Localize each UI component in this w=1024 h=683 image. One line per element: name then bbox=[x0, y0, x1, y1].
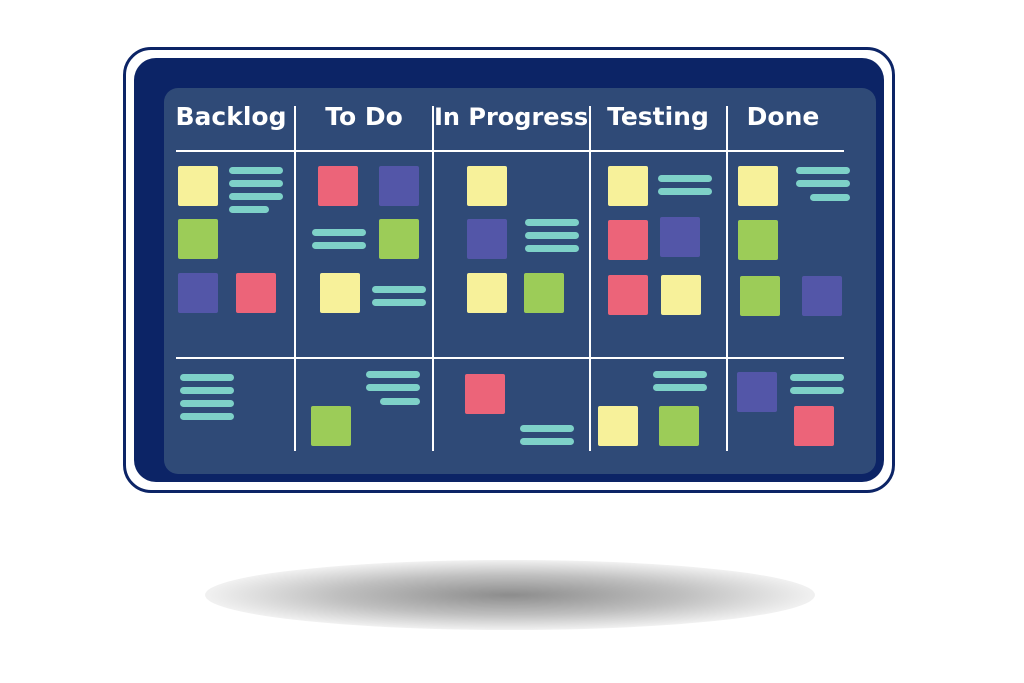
sticky-note-green bbox=[311, 406, 351, 446]
sticky-note-pink bbox=[236, 273, 276, 313]
text-line bbox=[229, 206, 269, 213]
text-line bbox=[372, 286, 426, 293]
text-line bbox=[180, 387, 234, 394]
text-line bbox=[810, 194, 850, 201]
text-line bbox=[520, 438, 574, 445]
sticky-note-purple bbox=[660, 217, 700, 257]
text-line bbox=[366, 384, 420, 391]
column-divider bbox=[294, 106, 296, 451]
text-line bbox=[520, 425, 574, 432]
sticky-note-pink bbox=[608, 220, 648, 260]
sticky-note-yellow bbox=[738, 166, 778, 206]
column-title-in-progress: In Progress bbox=[434, 103, 589, 131]
board-drop-shadow bbox=[205, 560, 815, 630]
sticky-note-pink bbox=[794, 406, 834, 446]
text-line bbox=[366, 371, 420, 378]
sticky-note-yellow bbox=[467, 166, 507, 206]
text-line bbox=[658, 188, 712, 195]
text-line bbox=[658, 175, 712, 182]
text-line bbox=[796, 180, 850, 187]
sticky-note-yellow bbox=[608, 166, 648, 206]
column-divider bbox=[726, 106, 728, 451]
sticky-note-purple bbox=[802, 276, 842, 316]
text-line bbox=[312, 242, 366, 249]
sticky-note-purple bbox=[737, 372, 777, 412]
sticky-note-yellow bbox=[467, 273, 507, 313]
sticky-note-green bbox=[524, 273, 564, 313]
text-line bbox=[796, 167, 850, 174]
sticky-note-purple bbox=[467, 219, 507, 259]
column-title-todo: To Do bbox=[325, 102, 403, 131]
sticky-note-green bbox=[740, 276, 780, 316]
text-line bbox=[790, 387, 844, 394]
sticky-note-pink bbox=[608, 275, 648, 315]
text-line bbox=[653, 384, 707, 391]
sticky-note-purple bbox=[178, 273, 218, 313]
text-line bbox=[525, 219, 579, 226]
text-line bbox=[229, 180, 283, 187]
text-line bbox=[790, 374, 844, 381]
header-divider bbox=[176, 150, 844, 152]
kanban-board-bezel: Backlog To Do In Progress Testing Done bbox=[134, 58, 884, 482]
text-line bbox=[180, 400, 234, 407]
text-line bbox=[312, 229, 366, 236]
text-line bbox=[180, 374, 234, 381]
swimlane-divider bbox=[176, 357, 844, 359]
sticky-note-yellow bbox=[598, 406, 638, 446]
sticky-note-green bbox=[738, 220, 778, 260]
sticky-note-yellow bbox=[661, 275, 701, 315]
sticky-note-green bbox=[379, 219, 419, 259]
sticky-note-purple bbox=[379, 166, 419, 206]
text-line bbox=[229, 193, 283, 200]
sticky-note-pink bbox=[318, 166, 358, 206]
column-divider bbox=[589, 106, 591, 451]
text-line bbox=[525, 232, 579, 239]
sticky-note-yellow bbox=[320, 273, 360, 313]
text-line bbox=[653, 371, 707, 378]
column-title-backlog: Backlog bbox=[175, 102, 287, 131]
kanban-board-frame: Backlog To Do In Progress Testing Done bbox=[123, 47, 895, 493]
text-line bbox=[180, 413, 234, 420]
sticky-note-yellow bbox=[178, 166, 218, 206]
column-divider bbox=[432, 106, 434, 451]
sticky-note-pink bbox=[465, 374, 505, 414]
text-line bbox=[380, 398, 420, 405]
sticky-note-green bbox=[659, 406, 699, 446]
column-title-testing: Testing bbox=[607, 102, 709, 131]
text-line bbox=[525, 245, 579, 252]
kanban-board: Backlog To Do In Progress Testing Done bbox=[164, 88, 876, 474]
text-line bbox=[229, 167, 283, 174]
text-line bbox=[372, 299, 426, 306]
column-title-done: Done bbox=[746, 102, 820, 131]
sticky-note-green bbox=[178, 219, 218, 259]
